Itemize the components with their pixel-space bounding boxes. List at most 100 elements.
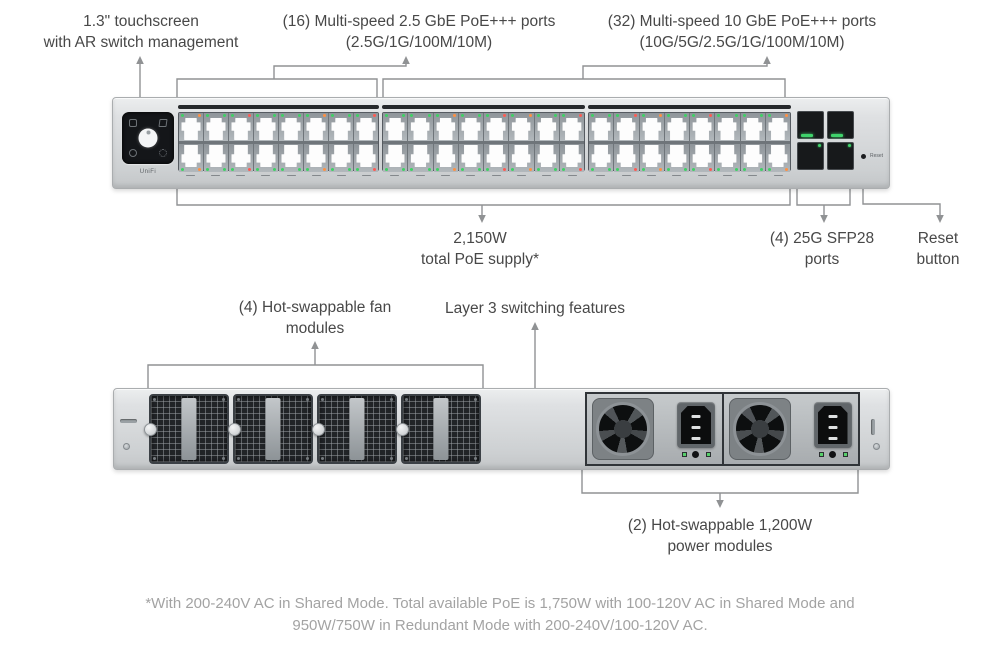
rj45-port [433,144,458,172]
port-led-right [373,168,376,171]
rj45-port [383,113,408,141]
rj45-jack [181,118,201,140]
fan-screw [222,398,225,401]
screen-status-ring [138,128,158,148]
port-number-tick [542,174,552,177]
screen-clock-icon [129,149,137,157]
ac-inlet [677,402,715,448]
ac-inlet-pin [828,437,837,440]
port-number-tick [596,174,606,177]
port-group-3 [588,112,791,172]
callout-reset: Reset button [916,228,959,270]
psu-status-led [706,452,711,457]
rj45-port [204,144,228,172]
rj45-jack [562,145,581,167]
port-number-tick [311,174,321,177]
port-led-left [742,168,746,171]
port-led-left [717,168,721,171]
rj45-port [433,113,458,141]
fan-screw [405,457,408,460]
rj45-jack [206,118,226,140]
brand-mark: UniFi [139,169,157,175]
port-led-right [528,114,532,117]
rj45-port [534,113,559,141]
rj45-port [509,113,534,141]
psu-status-led [682,452,687,457]
rj45-jack [768,145,787,167]
rj45-port [304,144,328,172]
bracket-poe [176,187,791,206]
port-number-ticks [382,174,585,177]
fan-screw [306,457,309,460]
ac-inlet-socket [817,406,848,444]
port-led-right [348,114,351,117]
fan-thumbscrew [396,423,409,436]
port-led-right [608,114,612,117]
rj45-port [254,144,278,172]
fan-thumbscrew [228,423,241,436]
rj45-jack [436,118,456,140]
arrow-touchscreen [136,56,144,64]
port-led-left [331,114,334,117]
rj45-jack [307,145,326,167]
fan-module [312,394,397,464]
port-number-tick [491,174,501,177]
rj45-jack [743,145,762,167]
port-led-left [767,168,771,171]
port-group-2 [382,112,585,172]
rj45-jack [592,145,611,167]
rj45-jack [207,145,226,167]
port-led-right [298,168,301,171]
rj45-port [765,113,790,141]
rj45-jack [487,145,506,167]
port-led-right [658,168,662,171]
port-led-right [273,114,276,117]
ac-inlet-pin [691,437,701,440]
port-led-left [331,168,334,171]
ac-inlet [813,402,852,448]
callout-power-line1: (2) Hot-swappable 1,200W [627,517,813,534]
port-number-tick [211,174,221,177]
port-led-right [633,114,637,117]
port-led-right [478,168,481,171]
sfp28-cage [827,142,854,170]
port-number-tick [697,174,707,177]
port-led-left [511,114,515,117]
rj45-port [589,144,614,172]
port-number-tick [621,174,631,177]
port-led-left [692,114,695,117]
port-led-right [198,168,201,171]
port-led-left [641,168,645,171]
rj45-port [614,144,639,172]
rj45-port [254,113,278,141]
port-led-left [666,114,670,117]
rj45-jack [257,145,276,167]
rj45-port [664,113,689,141]
psu-fan-plate [728,398,791,460]
fan-screw [321,398,324,401]
port-number-tick [567,174,577,177]
port-led-left [281,168,284,171]
port-led-left [692,168,695,171]
rack-ear-screw-left [123,443,130,450]
rj45-jack [461,118,481,140]
rj45-port [690,113,715,141]
fan-module [396,394,481,464]
callout-ports-25g-line1: (16) Multi-speed 2.5 GbE PoE+++ ports [282,13,556,30]
port-led-left [561,168,565,171]
callout-layer3-line1: Layer 3 switching features [444,300,626,317]
fan-screw [321,457,324,460]
port-led-left [435,114,439,117]
port-led-right [785,168,788,171]
port-led-left [742,114,746,117]
port-led-right [759,114,763,117]
port-number-tick [466,174,476,177]
port-number-tick [646,174,656,177]
rj45-jack [511,118,531,140]
fan-handle [433,398,449,460]
callout-layer3: Layer 3 switching features [445,298,625,319]
fan-handle [181,398,197,460]
fan-screw [474,398,477,401]
callout-sfp-line2: ports [804,251,840,268]
